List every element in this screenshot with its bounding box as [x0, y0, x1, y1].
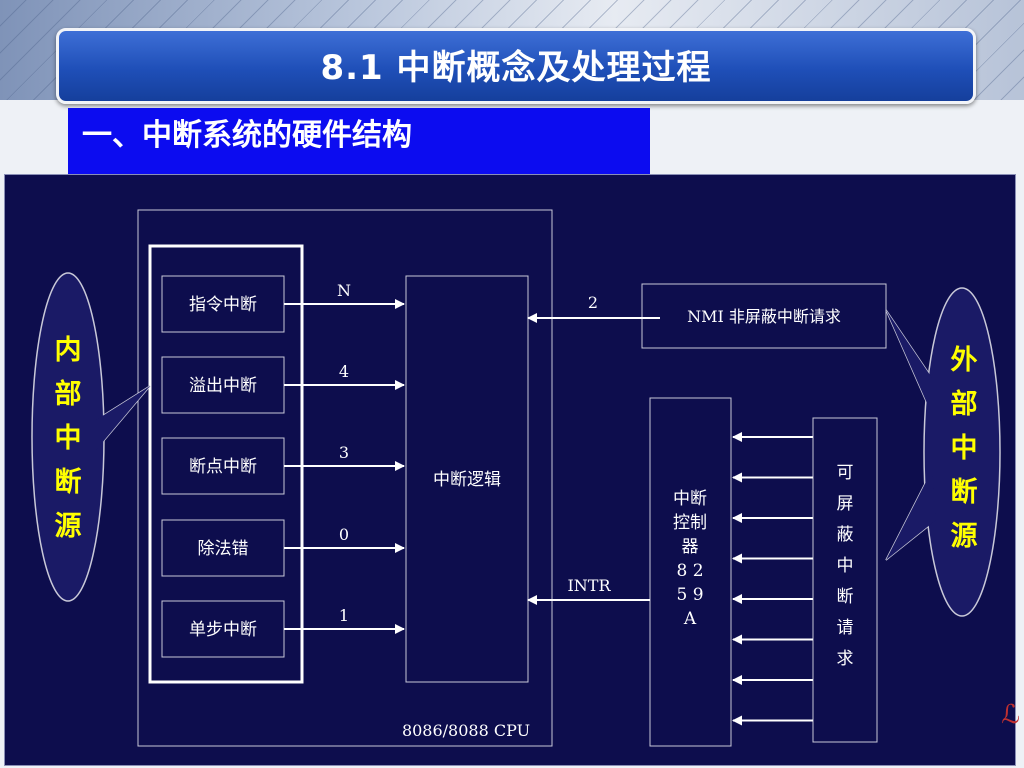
internal-interrupt-group: [148, 244, 304, 684]
cpu-box: [137, 209, 553, 747]
internal-interrupt-label: 断点中断: [189, 457, 257, 477]
internal-interrupt-label: 除法错: [198, 539, 249, 559]
source-label-char: 中: [55, 423, 82, 454]
interrupt-type-code: N: [337, 281, 351, 300]
maskable-label-char: 屏: [837, 494, 854, 514]
title-bar: [56, 28, 976, 104]
interrupt-type-code: 3: [339, 443, 349, 462]
controller-label-line: A: [683, 609, 697, 629]
nmi-code: 2: [588, 293, 598, 312]
interrupt-type-code: 0: [339, 525, 349, 544]
intr-label: INTR: [567, 576, 611, 595]
interrupt-type-code: 4: [339, 362, 349, 381]
nmi-request-label: NMI 非屏蔽中断请求: [687, 307, 841, 326]
controller-label-line: 器: [682, 537, 699, 557]
cpu-label: 8086/8088 CPU: [402, 721, 530, 740]
maskable-label-char: 请: [837, 618, 854, 638]
diagram-panel: [4, 174, 1016, 766]
source-label-char: 内: [55, 335, 82, 366]
internal-interrupt-list: 指令中断 N 溢出中断 4 断点中断 3 除法错 0 单步中断 1: [161, 275, 405, 658]
controller-label-line: 控制: [673, 513, 707, 533]
section-subtitle: 一、中断系统的硬件结构: [68, 108, 650, 174]
source-label-char: 部: [55, 378, 82, 410]
source-label-char: 断: [55, 467, 82, 498]
controller-label-line: 8 2: [676, 561, 703, 581]
interrupt-controller-box: [649, 397, 732, 747]
external-sources-bubble: [923, 287, 1001, 617]
maskable-request-arrows: [732, 432, 813, 726]
interrupt-logic-label: 中断逻辑: [433, 470, 501, 490]
source-label-char: 源: [55, 511, 82, 542]
interrupt-logic-box: [405, 275, 529, 683]
source-label-char: 源: [951, 521, 978, 552]
internal-interrupt-label: 单步中断: [189, 620, 257, 640]
internal-interrupt-label: 溢出中断: [189, 376, 257, 396]
internal-interrupt-label: 指令中断: [189, 295, 257, 315]
corner-decoration: ℒ: [1001, 700, 1020, 730]
source-label-char: 中: [951, 433, 978, 464]
maskable-label-char: 可: [837, 463, 854, 483]
slide-title: 8.1 中断概念及处理过程: [320, 48, 712, 88]
controller-label-line: 中断: [673, 489, 707, 509]
source-label-char: 断: [951, 477, 978, 508]
nmi-request-box: [641, 283, 887, 349]
maskable-label-char: 断: [837, 587, 854, 607]
maskable-label-char: 蔽: [837, 525, 854, 545]
source-label-char: 部: [951, 388, 978, 420]
maskable-label-char: 中: [837, 556, 854, 576]
maskable-label-char: 求: [837, 649, 854, 669]
maskable-request-box: [812, 417, 878, 743]
controller-label-line: 5 9: [676, 585, 703, 605]
source-label-char: 外: [951, 345, 978, 376]
interrupt-type-code: 1: [339, 606, 349, 625]
